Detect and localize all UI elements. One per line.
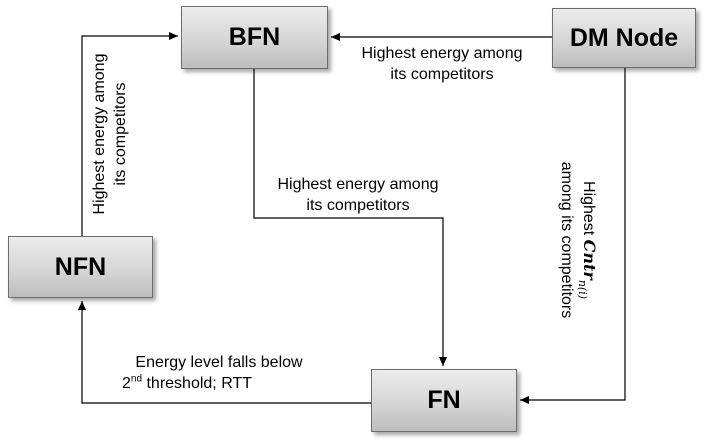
edge-label-line: 2nd threshold; RTT [108,373,330,394]
edge-label-dm-to-bfn: Highest energy among its competitors [334,43,550,85]
edge-label-line: its competitors [390,66,494,83]
cntr-subscript: n(i) [576,279,589,300]
edge-label-line: Highest energy among [361,45,523,62]
edge-label-line: Highest energy among [277,176,439,193]
edge-dm-to-fn [520,68,626,404]
node-fn-label: FN [427,386,461,414]
node-dm-label: DM Node [569,23,679,52]
threshold-text: threshold; RTT [142,375,252,392]
highest-text: Highest [580,180,597,240]
edge-label-line: among its competitors [558,161,575,319]
edge-label-line: its competitors [112,82,129,186]
ordinal-suffix: nd [130,373,143,385]
node-nfn: NFN [8,236,153,298]
node-nfn-label: NFN [54,252,107,281]
edge-label-line: its competitors [306,197,410,214]
edge-nfn-to-bfn [81,32,178,236]
edge-bfn-to-fn [253,69,447,366]
node-fn: FN [371,369,517,432]
edge-label-line: Energy level falls below [135,354,303,371]
node-bfn-label: BFN [228,23,281,51]
edge-label-bfn-to-fn: Highest energy among its competitors [250,174,466,216]
node-dm: DM Node [552,8,696,68]
edge-label-nfn-to-bfn: Highest energy among its competitors [89,34,131,234]
edge-label-line: Highest energy among [91,53,108,215]
cntr-formula: Cntr [580,239,599,280]
edge-label-dm-to-fn: Highest Cntrn(i) among its competitors [553,140,603,340]
edge-fn-to-nfn [78,301,371,404]
edge-label-fn-to-nfn: Energy level falls below 2nd threshold; … [108,352,330,394]
edge-label-line: Highest Cntrn(i) [576,145,600,335]
ordinal-number: 2 [122,375,131,392]
node-bfn: BFN [181,6,328,69]
